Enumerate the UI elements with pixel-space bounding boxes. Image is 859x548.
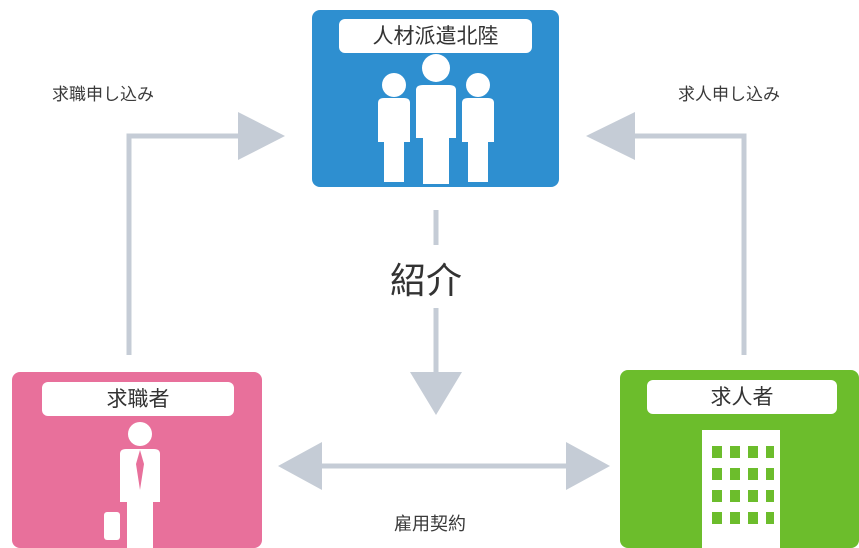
job-offer-application-label: 求人申し込み	[678, 85, 780, 105]
businessperson-icon	[104, 422, 160, 548]
introduction-arrowhead	[410, 372, 462, 415]
job-seeker-box: 求職者	[12, 372, 262, 548]
seeker-to-agency-arrowhead	[238, 112, 285, 160]
seeker-to-agency-line	[126, 133, 250, 355]
contract-arrowhead-left	[278, 442, 322, 490]
contract-arrowhead-right	[566, 442, 610, 490]
job-seeker-label: 求職者	[42, 382, 234, 416]
agency-box: 人材派遣北陸	[312, 10, 559, 187]
employment-contract-label: 雇用契約	[394, 514, 466, 535]
employer-to-agency-arrowhead	[586, 112, 635, 160]
employer-box: 求人者	[620, 370, 859, 548]
employer-label: 求人者	[647, 380, 837, 414]
office-building-icon	[702, 430, 780, 548]
introduction-label: 紹介	[390, 261, 463, 302]
seeker-application-label: 求職申し込み	[52, 85, 154, 105]
agency-label: 人材派遣北陸	[339, 19, 532, 53]
employer-to-agency-line	[625, 133, 747, 355]
group-of-people-icon	[378, 54, 494, 184]
